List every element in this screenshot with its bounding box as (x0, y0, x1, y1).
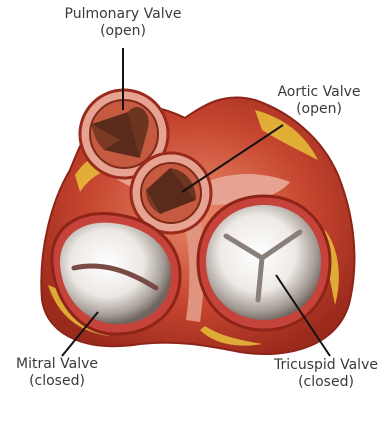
aortic-valve-state: (open) (255, 101, 383, 118)
tricuspid-valve-state: (closed) (262, 374, 386, 391)
pulmonary-valve-name: Pulmonary Valve (35, 6, 211, 23)
aortic-valve-label: Aortic Valve (open) (255, 84, 383, 118)
pulmonary-valve-label: Pulmonary Valve (open) (35, 6, 211, 40)
tricuspid-valve (198, 196, 330, 330)
tricuspid-valve-name: Tricuspid Valve (262, 357, 386, 374)
aortic-valve-name: Aortic Valve (255, 84, 383, 101)
pulmonary-valve-state: (open) (35, 23, 211, 40)
mitral-valve-name: Mitral Valve (2, 356, 112, 373)
mitral-valve-label: Mitral Valve (closed) (2, 356, 112, 390)
mitral-valve-state: (closed) (2, 373, 112, 390)
tricuspid-valve-label: Tricuspid Valve (closed) (262, 357, 386, 391)
